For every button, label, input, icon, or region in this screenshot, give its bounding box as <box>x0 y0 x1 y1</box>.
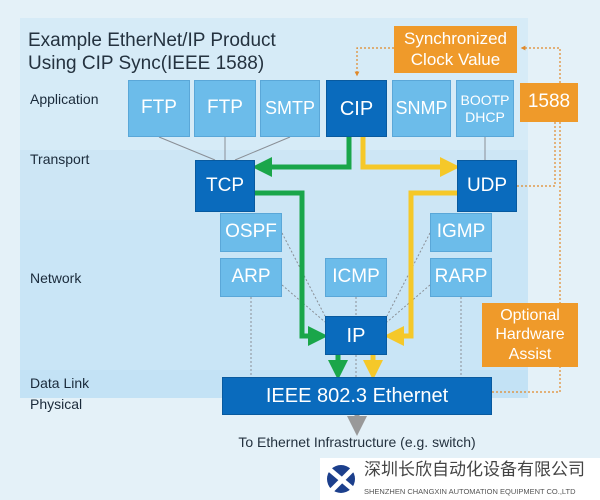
udp-path-udp-to-ip <box>384 190 457 346</box>
ospf-box: OSPF <box>220 213 282 252</box>
udp-box: UDP <box>457 160 517 212</box>
rarp-box: RARP <box>430 258 492 297</box>
bootp-dhcp-box: BOOTP DHCP <box>456 80 514 137</box>
cip-box: CIP <box>326 80 387 137</box>
line-ftp1-tcp <box>158 136 216 161</box>
ip-box: IP <box>325 316 387 355</box>
ethernet-box: IEEE 802.3 Ethernet <box>222 377 492 415</box>
hw-assist-line3: Assist <box>508 345 552 363</box>
icmp-box: ICMP <box>325 258 387 297</box>
diagram-title: Example EtherNet/IP Product Using CIP Sy… <box>28 29 276 75</box>
tcp-box: TCP <box>195 160 255 212</box>
layer-physical: Physical <box>30 396 83 412</box>
company-logo-icon <box>327 465 357 493</box>
synchronized-clock-value-box: Synchronized Clock Value <box>394 26 517 73</box>
ftp-box-2: FTP <box>194 80 256 137</box>
smtp-box: SMTP <box>260 80 320 137</box>
arp-box: ARP <box>220 258 282 297</box>
line-sync-to-cip <box>354 47 394 77</box>
layer-application: Application <box>30 91 99 107</box>
sync-clock-line1: Synchronized <box>403 29 507 49</box>
line-1588-to-ethernet <box>492 122 561 393</box>
sync-clock-line2: Clock Value <box>410 49 501 69</box>
layer-transport: Transport <box>30 151 90 167</box>
dhcp-label: DHCP <box>465 108 505 125</box>
ftp-box-1: FTP <box>128 80 190 137</box>
title-line-2: Using CIP Sync(IEEE 1588) <box>28 53 265 74</box>
optional-hardware-assist-box: Optional Hardware Assist <box>482 303 578 367</box>
line-1588-to-sync <box>520 45 561 83</box>
company-logo-banner: 深圳长欣自动化设备有限公司 SHENZHEN CHANGXIN AUTOMATI… <box>320 458 600 500</box>
udp-path-cip-to-udp <box>360 137 460 177</box>
company-name-en: SHENZHEN CHANGXIN AUTOMATION EQUIPMENT C… <box>364 487 576 496</box>
company-name-cn: 深圳长欣自动化设备有限公司 <box>364 460 585 479</box>
tcp-path-tcp-to-ip <box>255 190 328 346</box>
bootp-label: BOOTP <box>460 91 510 108</box>
line-smtp-tcp <box>234 136 291 161</box>
tcp-path-cip-to-tcp <box>252 137 352 177</box>
hw-assist-line2: Hardware <box>495 326 565 344</box>
hw-assist-line1: Optional <box>500 307 560 325</box>
snmp-box: SNMP <box>392 80 451 137</box>
title-line-1: Example EtherNet/IP Product <box>28 30 276 51</box>
line-udp-to-1588 <box>517 122 556 187</box>
layer-network: Network <box>30 270 82 286</box>
layer-datalink: Data Link <box>30 375 90 391</box>
igmp-box: IGMP <box>430 213 492 252</box>
ieee1588-box: 1588 <box>520 83 578 122</box>
footer-text: To Ethernet Infrastructure (e.g. switch) <box>238 434 476 450</box>
